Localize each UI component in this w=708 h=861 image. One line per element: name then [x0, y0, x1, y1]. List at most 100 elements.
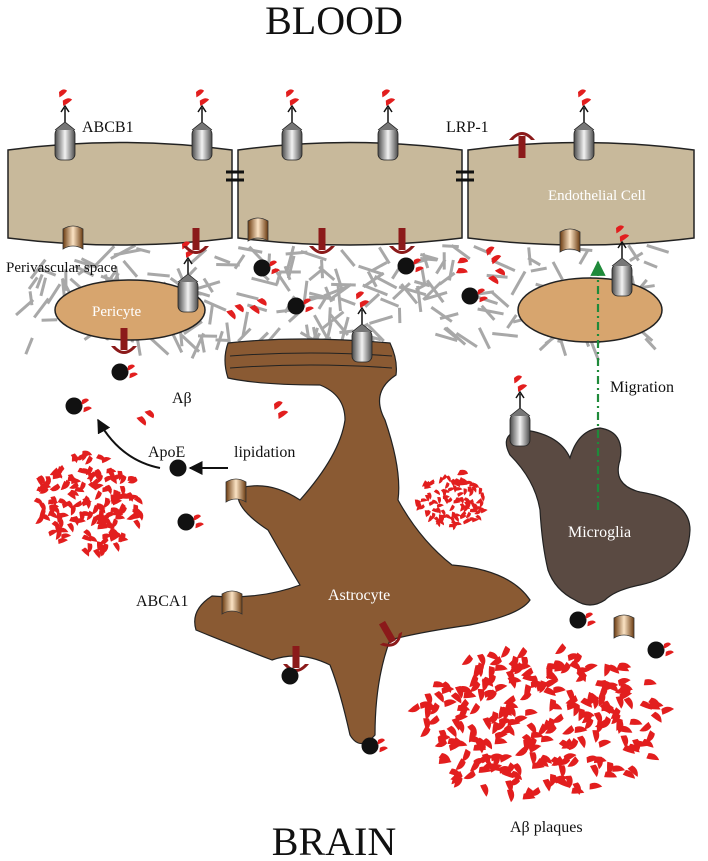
matrix-fiber [477, 327, 491, 350]
abeta-plaque-fragment [643, 679, 657, 686]
abeta-plaque-fragment [550, 773, 557, 787]
abcb1-transporter [54, 104, 76, 161]
abcb1-transporter [573, 104, 595, 161]
abeta-plaque-fragment [494, 683, 508, 693]
matrix-fiber [147, 272, 170, 278]
abeta-fibril [269, 260, 280, 275]
abeta-plaque-fragment [82, 450, 87, 462]
abeta-plaque-fragment [568, 737, 579, 751]
abeta-plaque-fragment [469, 489, 474, 497]
abeta-plaque-fragment [507, 776, 521, 786]
matrix-fiber [135, 338, 142, 356]
abeta-plaque-fragment [543, 687, 556, 696]
abeta-plaque-fragment [40, 513, 51, 522]
abeta-plaque-fragment [110, 493, 120, 502]
matrix-fiber [233, 254, 246, 270]
abeta-plaque-fragment [639, 700, 652, 710]
abeta-plaque-fragment [560, 661, 571, 674]
abeta-plaque-fragment [56, 512, 62, 523]
matrix-fiber [24, 337, 34, 355]
abeta-plaque-fragment [93, 483, 104, 491]
abeta-plaque-fragment [598, 739, 612, 748]
abeta-plaque-fragment [67, 491, 76, 500]
astrocyte [194, 338, 531, 745]
abeta-plaque-fragment [36, 476, 43, 487]
abeta-plaque-fragment [48, 529, 59, 537]
abeta-plaque-fragment [81, 547, 90, 557]
abeta-plaque-fragment [617, 678, 631, 687]
abcb1-transporter [191, 104, 213, 161]
abeta-plaque-fragment [577, 735, 586, 749]
abeta-plaque-fragment [521, 734, 533, 746]
abcb1-transporter [351, 306, 373, 363]
blood-label: BLOOD [265, 0, 403, 43]
abeta-plaque-fragment [501, 769, 514, 779]
abeta-plaque-fragment [511, 655, 519, 669]
apoe-particle [647, 641, 665, 659]
matrix-fiber [367, 324, 385, 343]
abeta-plaque-fragment [566, 702, 580, 711]
abeta-plaque-fragment [486, 651, 499, 661]
abeta-plaque-fragment [431, 508, 439, 513]
abeta-plaque-fragment [455, 714, 469, 722]
abeta-plaque-fragment [453, 515, 459, 523]
abeta-plaque-fragment [110, 507, 121, 513]
abeta-plaque-fragment [627, 743, 640, 753]
abeta-plaque-fragment [616, 717, 623, 731]
abeta-plaque-fragment [465, 511, 472, 519]
matrix-fiber [236, 292, 259, 301]
abeta-plaque-fragment [58, 519, 64, 530]
abeta-plaque-fragment [465, 480, 473, 485]
matrix-fiber [215, 338, 230, 343]
abeta-plaque-fragment [133, 519, 141, 530]
abeta-plaque-fragment [463, 769, 476, 780]
abeta-plaque-fragment [450, 736, 461, 749]
abeta-plaque-fragment [539, 754, 552, 764]
abeta-plaque-fragment [592, 696, 599, 710]
abeta-plaque-fragment [102, 486, 113, 493]
abeta-plaque-fragment [61, 533, 72, 540]
abeta-plaque-fragment [132, 507, 143, 514]
matrix-fiber [530, 266, 547, 273]
abeta-plaque-fragment [639, 721, 652, 732]
abeta-plaque-fragment [509, 770, 523, 781]
abeta-fibril [455, 469, 469, 486]
abeta-plaque-fragment [435, 520, 441, 528]
matrix-fiber [33, 297, 50, 319]
abeta-plaque-fragment [571, 787, 585, 794]
matrix-fiber [442, 244, 459, 249]
abeta-plaque-fragment [104, 523, 115, 529]
abeta-plaque-fragment [35, 515, 44, 525]
lipidation-label: lipidation [234, 444, 295, 461]
abeta-plaque-fragment [477, 653, 486, 667]
abeta-plaque-fragment [480, 754, 494, 764]
abeta-plaque-fragment [83, 529, 92, 539]
abeta-plaque-fragment [427, 515, 433, 523]
abeta-plaque-fragment [455, 758, 466, 770]
abeta-plaque-fragment [459, 496, 464, 504]
matrix-fiber [214, 255, 231, 265]
matrix-fiber [434, 332, 458, 342]
astrocyte-endfoot-lines [229, 352, 393, 369]
matrix-fiber [237, 246, 263, 254]
abeta-plaque-fragment [446, 725, 457, 738]
abeta-plaque-fragment [442, 495, 450, 500]
abeta-plaque-fragment [99, 546, 105, 557]
abeta-plaque-fragment [450, 771, 463, 781]
matrix-fiber [338, 296, 356, 306]
abeta-plaque-fragment [120, 493, 131, 499]
matrix-fiber [422, 281, 443, 301]
abeta-plaque-fragment [471, 485, 477, 493]
matrix-fiber [443, 326, 458, 340]
abeta-plaque-fragment [127, 476, 138, 484]
matrix-fiber [110, 243, 137, 260]
abeta-plaque-fragment [480, 783, 489, 797]
matrix-fiber [430, 305, 453, 323]
abeta-fibril [578, 89, 592, 106]
abeta-plaque-fragment [420, 725, 431, 737]
abca1-transporter [247, 217, 269, 242]
abeta-plaque-fragment [81, 534, 92, 542]
abeta-plaque-fragment [601, 700, 611, 714]
abeta-plaque-fragment [424, 693, 433, 706]
abeta-plaque-fragment [436, 503, 444, 508]
